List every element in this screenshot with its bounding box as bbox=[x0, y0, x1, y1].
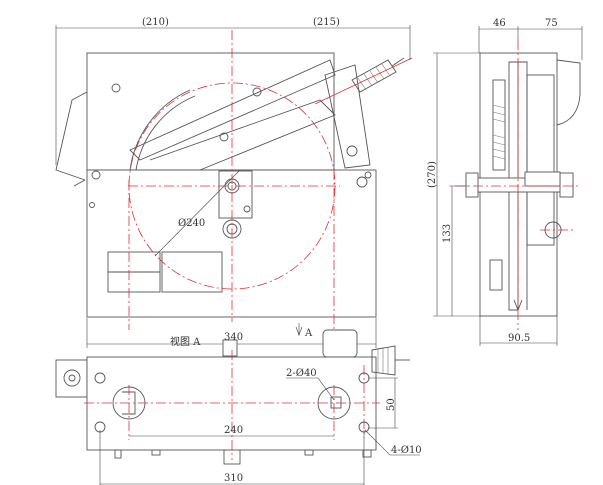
lever-arm bbox=[129, 59, 336, 161]
dim-50: 50 bbox=[386, 398, 397, 411]
dim-310: 310 bbox=[224, 473, 243, 484]
bottom-fittings bbox=[114, 449, 372, 465]
dim-133: 133 bbox=[442, 224, 453, 243]
view-arrow-label: A bbox=[304, 328, 313, 339]
view-arrow-icon bbox=[295, 323, 303, 336]
dim-215: (215) bbox=[313, 17, 340, 28]
diameter-label: Ø240 bbox=[178, 218, 205, 229]
dim-75: 75 bbox=[545, 18, 558, 29]
top-cover bbox=[322, 329, 358, 358]
label-4-d10: 4-Ø10 bbox=[391, 445, 422, 456]
top-fitting bbox=[222, 339, 238, 357]
bottom-view: 视图 A 2-Ø40 240 bbox=[55, 329, 422, 485]
end-flange bbox=[55, 359, 88, 398]
side-plate bbox=[526, 74, 555, 246]
dim-340: 340 bbox=[224, 332, 243, 343]
dim-46: 46 bbox=[493, 18, 506, 29]
view-title: 视图 A bbox=[170, 335, 201, 348]
lower-arm bbox=[149, 99, 336, 171]
spring bbox=[351, 57, 405, 93]
nameplate-right bbox=[161, 251, 223, 293]
bolt-heads bbox=[89, 83, 372, 213]
side-cover bbox=[556, 59, 581, 126]
spring-bracket bbox=[324, 64, 371, 169]
label-2-d40: 2-Ø40 bbox=[286, 368, 317, 379]
front-view: Ø240 (210) (215) A bbox=[55, 17, 413, 348]
dim-270: (270) bbox=[427, 161, 438, 188]
sheave-arc bbox=[129, 89, 196, 171]
dim-240: 240 bbox=[224, 425, 243, 436]
side-view: 46 75 (270) 133 90.5 bbox=[427, 18, 583, 346]
dim-210: (210) bbox=[142, 17, 169, 28]
spring-column bbox=[492, 79, 506, 171]
hub-plate bbox=[218, 170, 253, 219]
upper-housing bbox=[86, 52, 335, 171]
spring-end bbox=[371, 345, 410, 376]
dim-90-5: 90.5 bbox=[508, 333, 530, 344]
left-bracket bbox=[55, 91, 88, 187]
